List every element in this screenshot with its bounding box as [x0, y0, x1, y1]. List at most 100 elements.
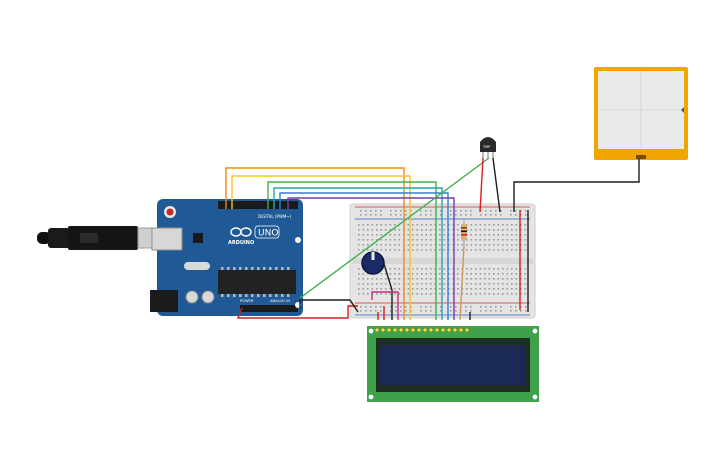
- breadboard-hole: [376, 244, 378, 246]
- wire-gnd[interactable]: [299, 299, 359, 313]
- breadboard-hole: [394, 239, 396, 241]
- breadboard-hole: [358, 224, 360, 226]
- breadboard-hole: [484, 244, 486, 246]
- breadboard-hole: [394, 244, 396, 246]
- wire-pot-black[interactable]: [383, 263, 393, 320]
- breadboard-hole: [500, 310, 502, 312]
- breadboard-hole: [376, 293, 378, 295]
- breadboard-hole: [412, 234, 414, 236]
- usb-cable[interactable]: [37, 226, 169, 250]
- breadboard-hole: [493, 239, 495, 241]
- wire-sensor-signal[interactable]: [299, 157, 490, 299]
- breadboard-hole: [425, 283, 428, 285]
- breadboard-hole: [506, 268, 509, 270]
- lcd-module[interactable]: [367, 326, 539, 402]
- breadboard-hole: [500, 214, 502, 216]
- breadboard-hole: [376, 229, 378, 231]
- breadboard-hole: [367, 249, 369, 251]
- breadboard-hole: [465, 210, 467, 212]
- reset-button[interactable]: [166, 208, 174, 216]
- breadboard-hole: [430, 229, 432, 231]
- breadboard-hole: [395, 310, 397, 312]
- lcd-pin: [447, 328, 452, 333]
- breadboard-hole: [502, 278, 504, 280]
- wire-pot-pink[interactable]: [371, 291, 399, 320]
- serial-plotter[interactable]: [594, 67, 688, 160]
- breadboard-hole: [488, 293, 491, 295]
- breadboard-hole: [421, 249, 423, 251]
- breadboard-hole: [497, 244, 500, 246]
- potentiometer[interactable]: [361, 251, 385, 275]
- breadboard-hole: [370, 210, 372, 212]
- arduino-uno-board[interactable]: DIGITAL (PWM~) ARDUINO UNO POWER ANALOG …: [150, 199, 303, 316]
- breadboard-hole: [506, 288, 509, 290]
- breadboard-hole: [416, 239, 419, 241]
- wire-plotter[interactable]: [513, 159, 640, 212]
- breadboard-hole: [511, 283, 513, 285]
- wire-resistor-lead[interactable]: [459, 245, 465, 321]
- breadboard-hole: [524, 283, 527, 285]
- breadboard-hole: [443, 273, 446, 275]
- breadboard-hole: [398, 244, 401, 246]
- breadboard-hole: [394, 229, 396, 231]
- wire-sensor-gnd[interactable]: [492, 157, 501, 213]
- resistor[interactable]: [461, 220, 467, 246]
- breadboard-hole: [358, 234, 360, 236]
- breadboard-hole: [398, 273, 401, 275]
- breadboard-hole: [515, 229, 518, 231]
- breadboard-hole: [395, 210, 397, 212]
- breadboard-hole: [380, 306, 382, 308]
- breadboard-hole: [410, 306, 412, 308]
- plotter-connector: [636, 155, 646, 159]
- breadboard-hole: [479, 229, 482, 231]
- breadboard-hole: [398, 249, 401, 251]
- breadboard-hole: [395, 306, 397, 308]
- breadboard-hole: [358, 239, 360, 241]
- breadboard-hole: [475, 239, 477, 241]
- lcd-mount-hole: [368, 328, 374, 334]
- breadboard-hole: [394, 273, 396, 275]
- breadboard-hole: [455, 210, 457, 212]
- breadboard-hole: [380, 224, 383, 226]
- breadboard-hole: [412, 224, 414, 226]
- breadboard-hole: [365, 310, 367, 312]
- breadboard-hole: [394, 249, 396, 251]
- breadboard-hole: [367, 283, 369, 285]
- wire-green[interactable]: [267, 181, 437, 320]
- wire-yellow[interactable]: [231, 175, 411, 320]
- breadboard-hole: [493, 244, 495, 246]
- resistor-band-2: [461, 230, 467, 233]
- wire-teal[interactable]: [273, 187, 443, 320]
- breadboard-hole: [425, 278, 428, 280]
- breadboard-hole: [484, 288, 486, 290]
- breadboard-hole: [470, 278, 473, 280]
- breadboard-hole: [385, 293, 387, 295]
- breadboard-hole: [362, 283, 365, 285]
- breadboard-hole: [421, 224, 423, 226]
- wire-orange[interactable]: [225, 167, 405, 320]
- temperature-sensor[interactable]: TMP: [480, 137, 496, 158]
- breadboard-hole: [389, 293, 392, 295]
- wire-5v[interactable]: [236, 305, 358, 319]
- wire-sensor-vcc[interactable]: [479, 157, 484, 213]
- breadboard-hole: [410, 214, 412, 216]
- breadboard-hole: [484, 239, 486, 241]
- breadboard-hole: [455, 306, 457, 308]
- breadboard-hole: [370, 306, 372, 308]
- breadboard-hole: [490, 306, 492, 308]
- breadboard-hole: [466, 293, 468, 295]
- breadboard-hole: [421, 268, 423, 270]
- wire-blue[interactable]: [279, 192, 449, 320]
- breadboard-hole: [394, 293, 396, 295]
- breadboard-hole: [416, 244, 419, 246]
- lcd-pin: [387, 328, 392, 333]
- lcd-pin: [429, 328, 434, 333]
- breadboard-hole: [500, 210, 502, 212]
- breadboard-hole: [407, 293, 410, 295]
- breadboard-hole: [389, 268, 392, 270]
- breadboard-hole: [421, 239, 423, 241]
- wire-purple[interactable]: [287, 197, 455, 320]
- breadboard-hole: [440, 214, 442, 216]
- breadboard-hole: [524, 293, 527, 295]
- breadboard-hole: [394, 278, 396, 280]
